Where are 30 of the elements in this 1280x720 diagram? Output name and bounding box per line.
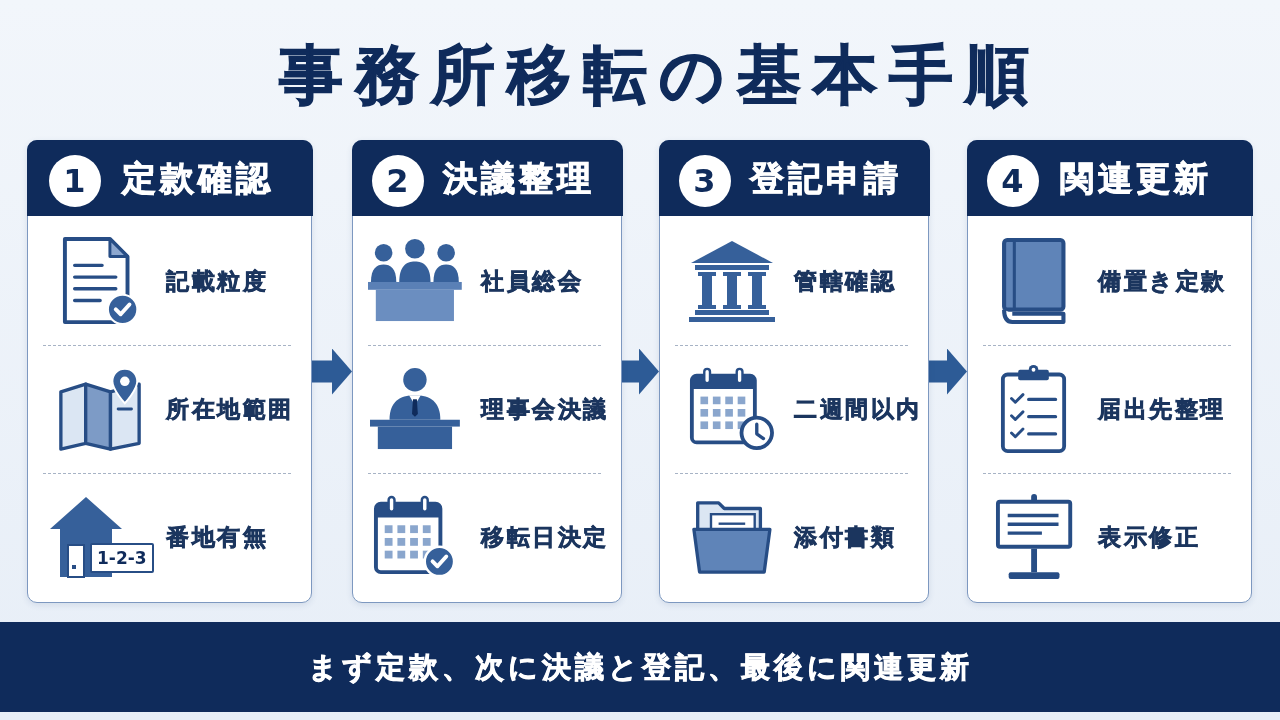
step-heading: 関連更新 xyxy=(1059,156,1212,200)
step-card xyxy=(967,140,1252,603)
arrow xyxy=(312,348,352,395)
item-text: 表示修正 xyxy=(1098,523,1200,552)
step-heading: 定款確認 xyxy=(121,156,274,200)
item-text: 二週間以内 xyxy=(794,395,922,424)
item-text: 社員総会 xyxy=(481,267,583,296)
item-text: 備置き定款 xyxy=(1098,267,1227,296)
item-text: 理事会決議 xyxy=(481,395,609,424)
step-card xyxy=(27,140,312,603)
arrow xyxy=(622,348,659,395)
number-circle: 2 xyxy=(371,154,424,207)
summary-banner: まず定款、次に決議と登記、最後に関連更新 xyxy=(0,622,1280,712)
item-text: 移転日決定 xyxy=(481,523,609,552)
step-card xyxy=(659,140,929,603)
item-text: 記載粒度 xyxy=(166,267,268,296)
item-text: 管轄確認 xyxy=(794,267,896,296)
item-text: 添付書類 xyxy=(794,523,896,552)
number-circle: 4 xyxy=(986,154,1039,207)
item-text: 番地有無 xyxy=(166,523,268,552)
title: 事務所移転の基本手順 xyxy=(279,37,1041,114)
step-heading: 登記申請 xyxy=(749,156,902,200)
number-circle: 1 xyxy=(48,154,101,207)
number-circle: 3 xyxy=(678,154,731,207)
item-text: 所在地範囲 xyxy=(166,395,294,424)
step-heading: 決議整理 xyxy=(442,156,595,200)
step-card xyxy=(352,140,622,603)
arrow xyxy=(929,348,967,395)
item-text: 届出先整理 xyxy=(1098,395,1226,424)
number-plate: 1-2-3 xyxy=(90,543,154,573)
